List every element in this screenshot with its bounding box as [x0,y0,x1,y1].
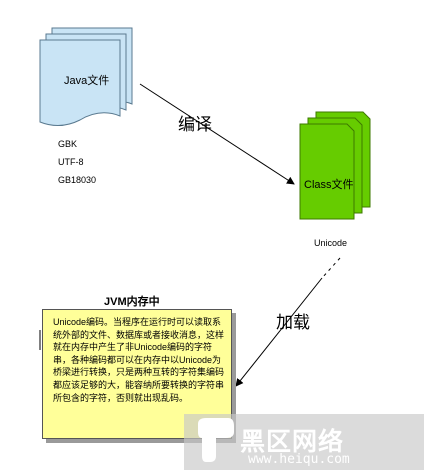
encoding-gb18030: GB18030 [58,175,97,185]
jvm-title: JVM内存中 [104,296,160,308]
load-arrow [235,277,323,387]
java-file-icon [39,27,133,126]
watermark-text: 黑区网络 [240,427,345,456]
watermark-logo-icon [198,418,234,462]
load-label: 加载 [276,313,310,333]
compile-arrow [139,83,295,185]
load-arrow-dashed [321,257,341,279]
encoding-utf8: UTF-8 [58,157,84,167]
class-file-icon [299,111,371,220]
unicode-label: Unicode [314,238,348,248]
compile-label: 编译 [178,115,212,135]
watermark-url: www.heiqu.com [248,452,350,467]
encoding-gbk: GBK [58,139,78,149]
class-file-label: Class文件 [304,179,354,191]
java-file-label: Java文件 [64,75,110,87]
